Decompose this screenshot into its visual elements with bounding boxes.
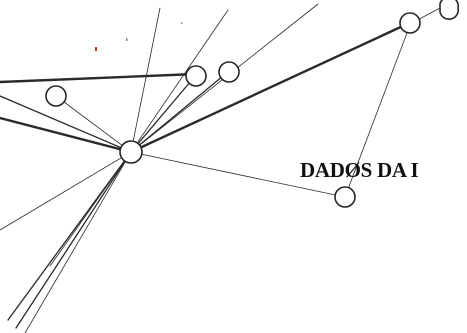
speck-grey-2	[181, 22, 183, 24]
edge-hub-down-4	[0, 152, 131, 230]
edge-node1-to-hub	[56, 96, 131, 152]
speck-red	[95, 47, 97, 51]
page-heading: DADØS DA I	[300, 158, 418, 183]
node-center-a	[186, 66, 206, 86]
node-center-b	[219, 62, 239, 82]
node-hub	[120, 141, 142, 163]
node-top-right-partial	[440, 0, 458, 19]
node-top-right	[400, 13, 420, 33]
edge-hub-to-node4	[131, 71, 229, 152]
edge-hub-down-5	[50, 152, 131, 266]
edge-left-to-hub	[0, 118, 131, 152]
node-left	[46, 86, 66, 106]
node-bottom-right	[335, 187, 355, 207]
speck-grey-1	[126, 38, 128, 41]
edge-top-bar	[0, 74, 196, 82]
edge-hub-down-2	[16, 152, 131, 328]
edge-hub-down-1	[8, 152, 131, 320]
edge-hub-to-node3	[131, 75, 196, 152]
edge-hub-down-3	[25, 152, 131, 333]
scan-specks	[95, 22, 183, 51]
